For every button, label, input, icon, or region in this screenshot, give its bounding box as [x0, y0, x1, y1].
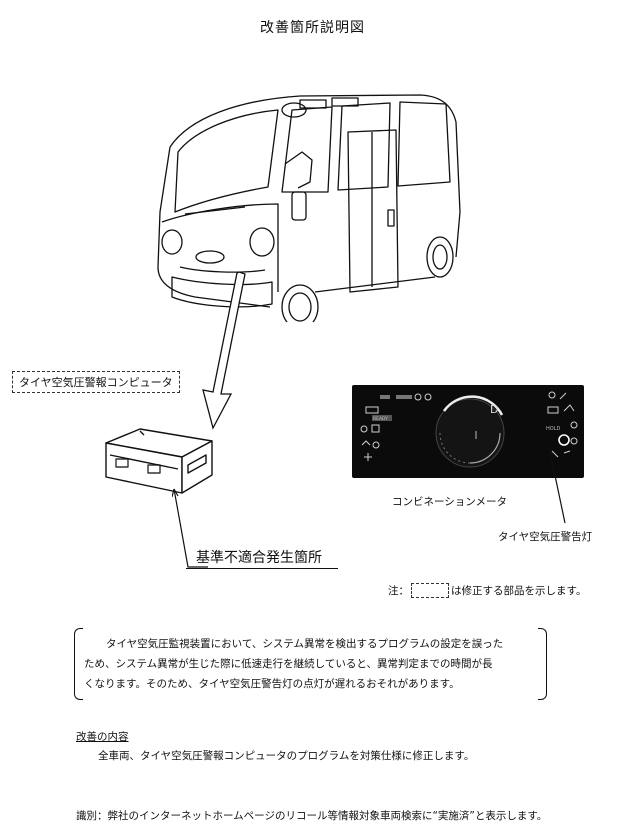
description-bracket-right	[538, 628, 547, 700]
vehicle-illustration	[157, 94, 461, 322]
description-line: ため、システム異常が生じた際に低速走行を継続していると、異常判定までの時間が長	[84, 658, 493, 670]
pointer-arrow	[202, 271, 246, 430]
description-line: タイヤ空気圧監視装置において、システム異常を検出するプログラムの設定を誤った	[106, 638, 504, 650]
gear-indicator: D	[490, 403, 498, 416]
defect-description: タイヤ空気圧監視装置において、システム異常を検出するプログラムの設定を誤った た…	[84, 634, 538, 694]
defect-leader-line	[172, 488, 208, 568]
note: 注： は修正する部品を示します。	[388, 583, 586, 598]
page-title: 改善箇所説明図	[260, 20, 365, 36]
dashed-box-symbol	[411, 583, 449, 598]
improvement-body: 全車両、タイヤ空気圧警報コンピュータのプログラムを対策仕様に修正します。	[98, 750, 475, 762]
description-bracket-left	[74, 628, 83, 700]
note-suffix: は修正する部品を示します。	[451, 585, 587, 597]
defect-underline	[186, 568, 338, 569]
identification-text: 識別：弊社のインターネットホームページのリコール等情報対象車両検索に“実施済”と…	[76, 810, 548, 822]
tire-pressure-computer	[105, 428, 213, 494]
computer-callout: タイヤ空気圧警報コンピュータ	[12, 371, 180, 393]
defect-location-label: 基準不適合発生箇所	[196, 550, 322, 566]
combination-meter-label: コンビネーションメータ	[392, 496, 507, 508]
warning-lamp-leader	[548, 446, 566, 524]
improvement-heading: 改善の内容	[76, 731, 129, 743]
warning-lamp-label: タイヤ空気圧警告灯	[498, 531, 593, 543]
hold-indicator: HOLD	[546, 426, 560, 432]
description-line: くなります。そのため、タイヤ空気圧警告灯の点灯が遅れるおそれがあります。	[84, 678, 460, 690]
note-prefix: 注：	[388, 585, 409, 597]
combination-meter: READY D HOLD	[352, 385, 584, 478]
ready-indicator: READY	[373, 416, 388, 422]
